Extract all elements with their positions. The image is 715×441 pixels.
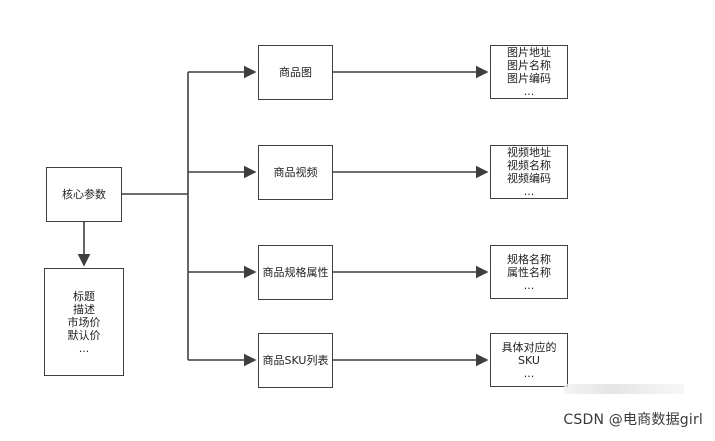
detail-line: 属性名称 bbox=[507, 265, 551, 279]
branch-label: 商品视频 bbox=[273, 166, 318, 179]
detail-line: 图片名称 bbox=[507, 59, 551, 72]
core-detail-line: ... bbox=[78, 341, 90, 355]
branch-box: 商品视频 bbox=[258, 145, 333, 200]
core-detail-line: 默认价 bbox=[67, 328, 101, 342]
detail-line: 图片地址 bbox=[507, 46, 551, 59]
detail-line: 具体对应的 bbox=[501, 340, 557, 354]
detail-line: ... bbox=[523, 366, 535, 380]
core-params-label: 核心参数 bbox=[62, 188, 106, 201]
detail-line: 图片编码 bbox=[507, 72, 551, 85]
detail-line: ... bbox=[523, 85, 535, 98]
core-detail-line: 市场价 bbox=[67, 315, 101, 329]
detail-line: 视频地址 bbox=[507, 146, 551, 159]
branch-box: 商品规格属性 bbox=[258, 245, 333, 300]
detail-line: 视频名称 bbox=[507, 159, 551, 172]
detail-line: 视频编码 bbox=[507, 172, 551, 185]
branch-box: 商品图 bbox=[258, 45, 333, 100]
branch-box: 商品SKU列表 bbox=[258, 333, 333, 388]
branch-label: 商品规格属性 bbox=[262, 266, 329, 279]
branch-label: 商品SKU列表 bbox=[262, 354, 329, 367]
branch-label: 商品图 bbox=[279, 66, 312, 79]
detail-box: 具体对应的 SKU ... bbox=[490, 333, 568, 387]
csdn-watermark: CSDN @电商数据girl bbox=[563, 412, 703, 428]
faint-watermark-mark bbox=[564, 384, 684, 394]
detail-line: SKU bbox=[518, 353, 540, 367]
detail-line: ... bbox=[523, 185, 535, 198]
core-detail-box: 标题 描述 市场价 默认价 ... bbox=[44, 268, 124, 376]
detail-box: 规格名称 属性名称 ... bbox=[490, 245, 568, 299]
core-detail-line: 标题 bbox=[73, 289, 95, 303]
detail-box: 视频地址 视频名称 视频编码 ... bbox=[490, 145, 568, 199]
detail-line: 规格名称 bbox=[507, 252, 551, 266]
core-detail-line: 描述 bbox=[73, 302, 95, 316]
detail-box: 图片地址 图片名称 图片编码 ... bbox=[490, 45, 568, 99]
detail-line: ... bbox=[523, 278, 535, 292]
core-params-box: 核心参数 bbox=[46, 167, 122, 222]
